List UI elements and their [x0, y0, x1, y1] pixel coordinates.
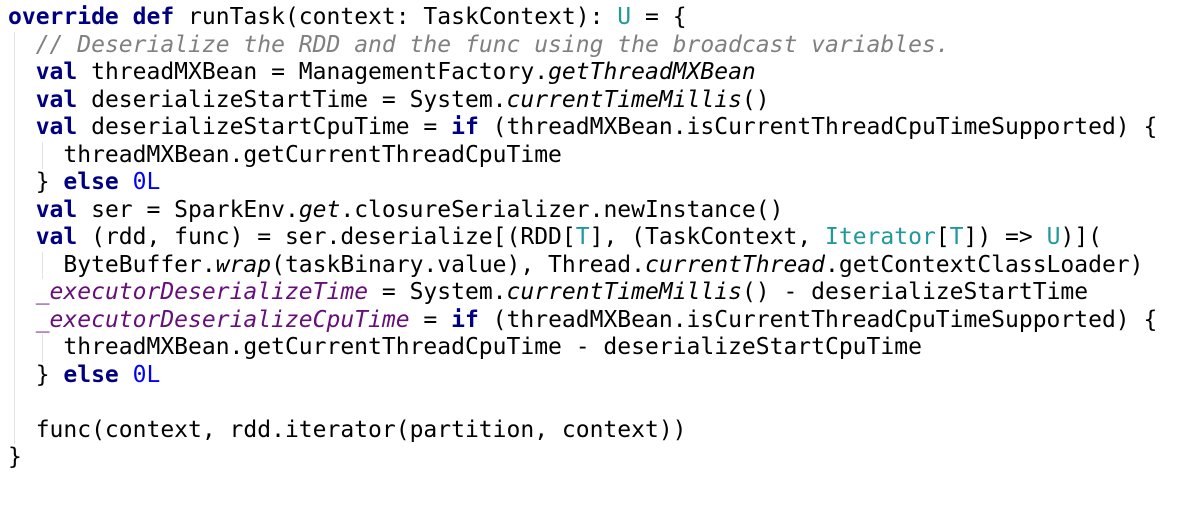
code-token-plain: runTask(context: TaskContext):	[174, 4, 618, 30]
code-line[interactable]	[8, 389, 1157, 417]
code-line[interactable]: // Deserialize the RDD and the func usin…	[8, 32, 1157, 60]
code-token-kw: else	[63, 169, 119, 195]
code-token-plain	[8, 32, 36, 60]
code-token-field: _executorDeserializeCpuTime	[35, 306, 410, 333]
code-line[interactable]: } else 0L	[8, 362, 1157, 390]
code-token-kw: else	[63, 361, 119, 388]
code-token-plain	[8, 87, 36, 115]
code-token-field: _executorDeserializeTime	[35, 279, 369, 305]
code-token-plain: deserializeStartTime = System.	[77, 86, 507, 113]
code-token-kw: def	[132, 4, 175, 30]
code-line[interactable]: val (rdd, func) = ser.deserialize[(RDD[T…	[8, 224, 1157, 252]
code-token-plain	[8, 279, 36, 307]
code-token-num: 0L	[132, 169, 161, 195]
code-line[interactable]: ByteBuffer.wrap(taskBinary.value), Threa…	[8, 252, 1157, 280]
code-line[interactable]: func(context, rdd.iterator(partition, co…	[8, 417, 1157, 445]
code-line[interactable]: _executorDeserializeCpuTime = if (thread…	[8, 306, 1158, 335]
code-token-plain: (taskBinary.value), Thread.	[271, 251, 645, 278]
code-token-plain: threadMXBean = ManagementFactory.	[77, 59, 549, 85]
code-token-type: T	[575, 224, 590, 250]
code-token-type: U	[617, 4, 632, 30]
code-line[interactable]: val ser = SparkEnv.get.closureSerializer…	[8, 197, 1157, 225]
code-token-plain	[119, 4, 133, 32]
code-line[interactable]: threadMXBean.getCurrentThreadCpuTime	[8, 142, 1157, 170]
code-token-plain: .getContextClassLoader)	[825, 251, 1144, 278]
code-token-plain: ]) =>	[963, 224, 1047, 250]
code-line[interactable]: } else 0L	[8, 169, 1157, 197]
code-token-plain: threadMXBean.getCurrentThreadCpuTime	[8, 141, 562, 168]
code-token-italic: currentThread	[644, 251, 825, 278]
code-token-plain: ()	[741, 86, 770, 113]
code-line[interactable]: }	[8, 444, 1157, 472]
code-line[interactable]: val deserializeStartCpuTime = if (thread…	[8, 114, 1158, 142]
code-token-plain	[8, 114, 36, 142]
code-token-italic: currentTimeMillis	[506, 86, 742, 113]
code-token-kw: override	[8, 4, 119, 30]
code-token-italic: getThreadMXBean	[548, 59, 756, 85]
code-token-type: Iterator	[825, 224, 936, 250]
code-token-plain	[8, 224, 36, 252]
code-token-plain: ser = SparkEnv.	[77, 196, 299, 223]
code-token-plain: ], (TaskContext,	[589, 224, 826, 250]
code-token-comment: // Deserialize the RDD and the func usin…	[35, 31, 950, 58]
code-token-type: U	[1046, 224, 1061, 250]
code-token-plain: =	[409, 306, 452, 333]
code-token-plain: [	[935, 224, 950, 250]
code-line[interactable]: val deserializeStartTime = System.curren…	[8, 87, 1157, 115]
code-line[interactable]: val threadMXBean = ManagementFactory.get…	[8, 59, 1157, 87]
code-token-plain: = System.	[368, 279, 507, 305]
code-token-kw: if	[451, 306, 479, 333]
code-token-plain: () - deserializeStartTime	[741, 279, 1089, 305]
code-token-plain	[119, 169, 133, 197]
code-token-plain: .closureSerializer.newInstance()	[340, 196, 784, 223]
code-token-plain: }	[8, 169, 64, 195]
code-token-italic: get	[298, 196, 341, 223]
code-token-plain	[8, 197, 36, 225]
code-token-plain: )](	[1060, 224, 1103, 250]
code-line[interactable]: _executorDeserializeTime = System.curren…	[8, 279, 1157, 307]
code-token-kw: val	[35, 86, 78, 113]
code-token-plain: }	[8, 361, 64, 388]
code-token-num: 0L	[132, 361, 161, 388]
code-token-plain	[119, 362, 133, 390]
code-token-plain: threadMXBean.getCurrentThreadCpuTime - d…	[8, 334, 922, 360]
code-token-plain: }	[8, 444, 22, 470]
code-token-kw: if	[451, 114, 479, 140]
code-token-italic: currentTimeMillis	[506, 279, 742, 305]
code-line[interactable]: override def runTask(context: TaskContex…	[8, 4, 1157, 32]
code-token-plain: = {	[631, 4, 687, 30]
code-token-plain: deserializeStartCpuTime =	[77, 114, 452, 140]
code-token-plain: ByteBuffer.	[8, 251, 216, 278]
code-token-plain	[8, 389, 22, 417]
code-token-plain: (rdd, func) = ser.deserialize[(RDD[	[77, 224, 576, 250]
code-token-type: T	[949, 224, 964, 250]
code-line[interactable]: threadMXBean.getCurrentThreadCpuTime - d…	[8, 334, 1157, 362]
code-token-kw: val	[35, 224, 78, 250]
code-token-plain: (threadMXBean.isCurrentThreadCpuTimeSupp…	[478, 114, 1158, 140]
code-token-plain: func(context, rdd.iterator(partition, co…	[8, 416, 687, 443]
code-token-plain	[8, 307, 36, 335]
code-token-kw: val	[35, 114, 78, 140]
code-token-plain: (threadMXBean.isCurrentThreadCpuTimeSupp…	[478, 306, 1158, 333]
code-token-kw: val	[35, 59, 78, 85]
code-token-italic: wrap	[215, 251, 272, 278]
code-token-plain	[8, 59, 36, 87]
code-block[interactable]: override def runTask(context: TaskContex…	[8, 4, 1157, 472]
code-token-kw: val	[35, 196, 78, 223]
